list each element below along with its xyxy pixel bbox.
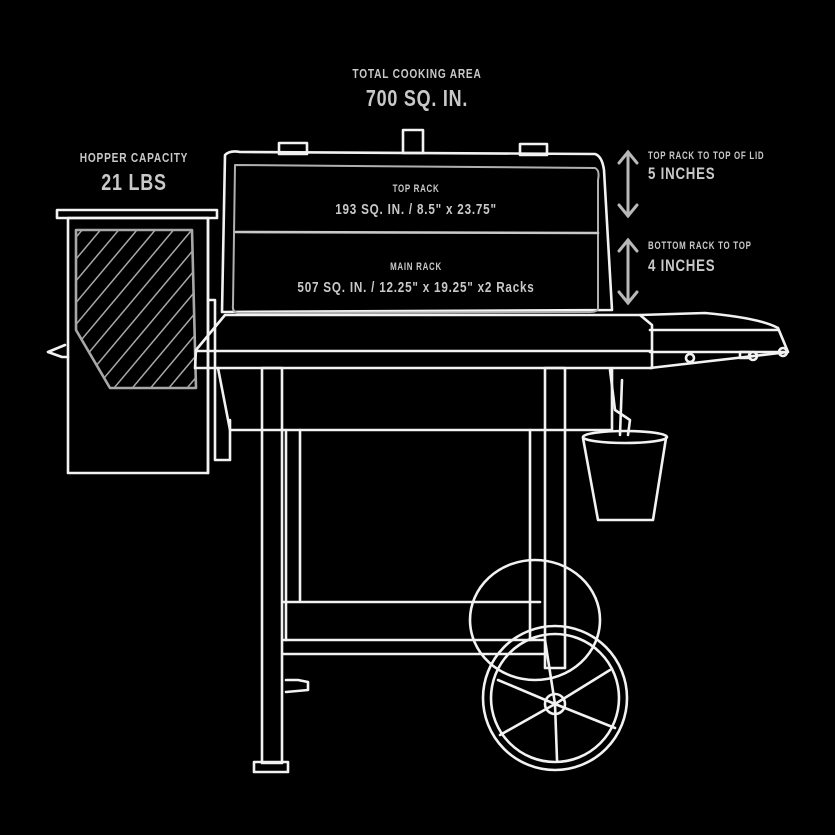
hopper-capacity-value: 21 LBS xyxy=(101,169,167,195)
grill-body xyxy=(193,311,790,370)
top-rack-label: TOP RACK xyxy=(392,183,440,195)
top-rack-to-lid-value: 5 INCHES xyxy=(648,164,716,183)
bottom-rack-to-top-value: 4 INCHES xyxy=(648,256,716,275)
hopper-capacity-label: HOPPER CAPACITY xyxy=(79,150,189,165)
hopper xyxy=(46,208,232,475)
grease-bucket xyxy=(581,368,669,522)
main-rack-value: 507 SQ. IN. / 12.25" x 19.25" x2 Racks xyxy=(297,279,535,296)
lower-body xyxy=(216,366,614,432)
bottom-rack-to-top-label: BOTTOM RACK TO TOP xyxy=(648,240,752,252)
lower-shelf xyxy=(281,600,547,656)
top-rack-to-lid-label: TOP RACK TO TOP OF LID xyxy=(648,150,765,162)
total-cooking-area-label: TOTAL COOKING AREA xyxy=(352,66,482,81)
main-rack-label: MAIN RACK xyxy=(390,261,442,273)
total-cooking-area-value: 700 SQ. IN. xyxy=(365,85,469,111)
grill-legs xyxy=(252,366,567,774)
grill-lid xyxy=(220,128,614,314)
top-rack-value: 193 SQ. IN. / 8.5" x 23.75" xyxy=(335,201,497,218)
dimension-arrows xyxy=(617,149,639,306)
wheels xyxy=(468,558,629,772)
